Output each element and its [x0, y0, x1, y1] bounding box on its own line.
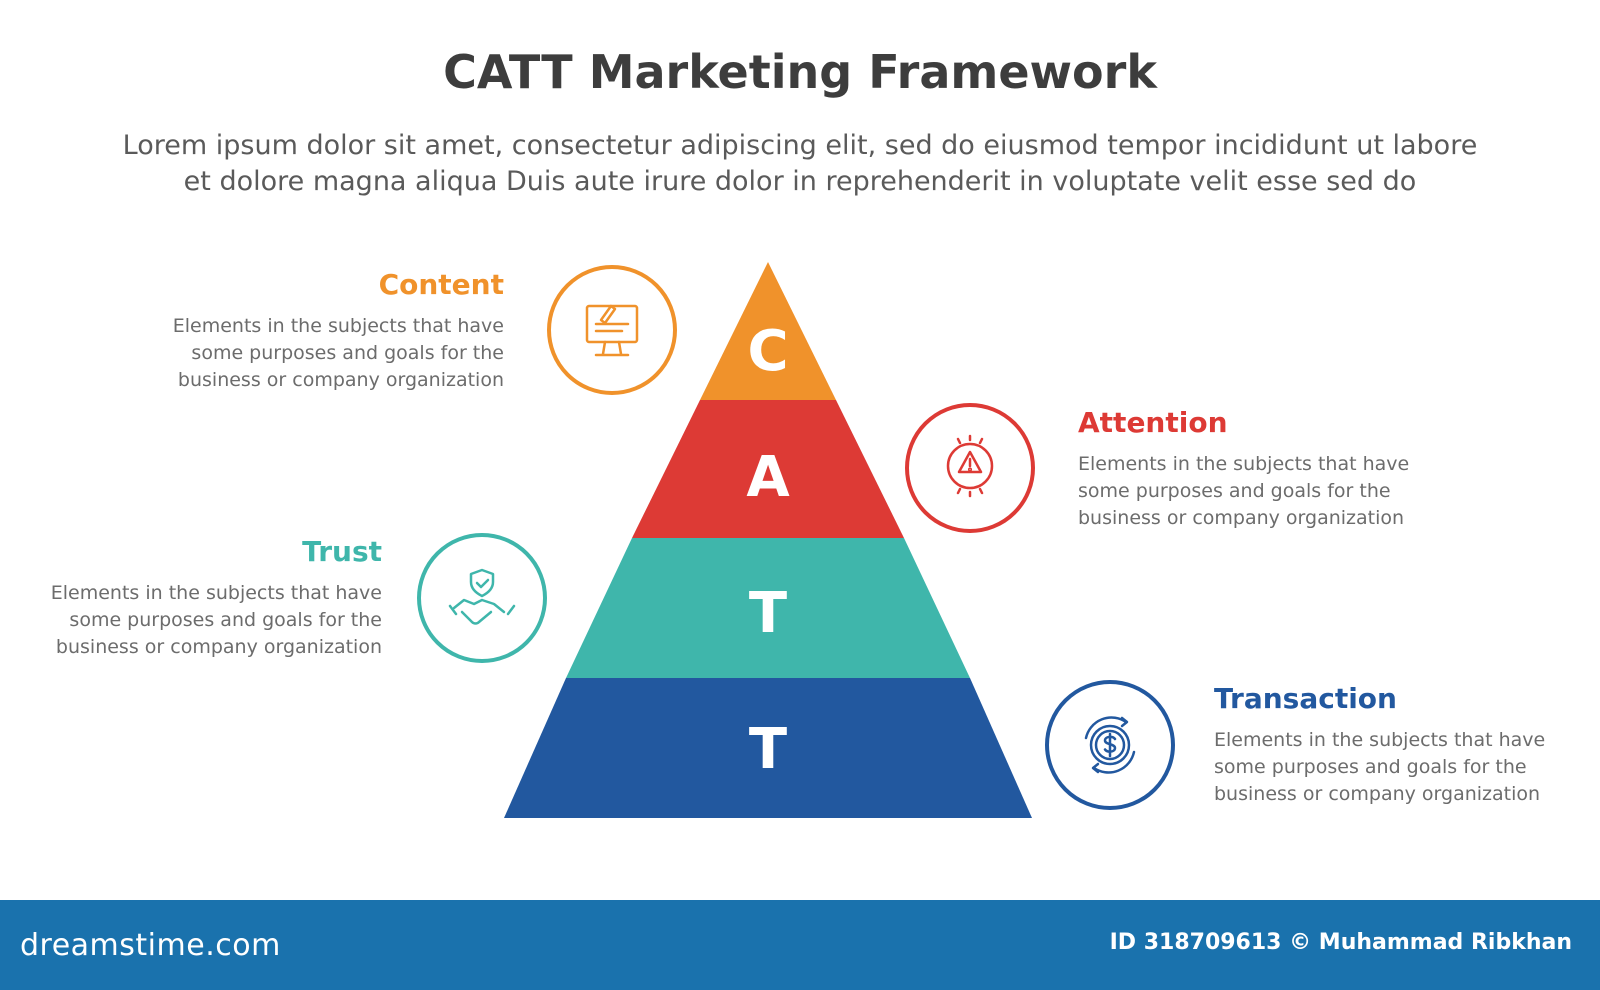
transaction-item: Transaction Elements in the subjects tha…	[1214, 682, 1600, 808]
pyramid-layer-a	[632, 400, 904, 538]
page-subtitle: Lorem ipsum dolor sit amet, consectetur …	[60, 128, 1540, 200]
attention-item: Attention Elements in the subjects that …	[1078, 406, 1548, 532]
pyramid-letter-t1: T	[749, 581, 787, 646]
trust-heading: Trust	[302, 535, 382, 568]
transaction-description: Elements in the subjects that have some …	[1214, 729, 1546, 805]
footer-bar: dreamstime.com ID 318709613 © Muhammad R…	[0, 900, 1600, 990]
transaction-heading: Transaction	[1214, 682, 1397, 715]
content-icon-circle	[547, 265, 677, 395]
dollar-exchange-icon	[1084, 716, 1136, 774]
pyramid-layer-c	[700, 262, 836, 400]
transaction-icon-circle	[1045, 680, 1175, 810]
attention-icon-circle	[905, 403, 1035, 533]
pyramid-layer-t1	[566, 538, 970, 678]
content-item: Content Elements in the subjects that ha…	[34, 268, 504, 394]
handshake-shield-icon	[448, 568, 516, 625]
subtitle-line-1: Lorem ipsum dolor sit amet, consectetur …	[122, 130, 1478, 161]
pyramid-layer-t2	[504, 678, 1032, 818]
attention-description: Elements in the subjects that have some …	[1078, 453, 1410, 529]
subtitle-line-2: et dolore magna aliqua Duis aute irure d…	[183, 166, 1417, 197]
pyramid-letter-t2: T	[749, 717, 787, 782]
attention-heading: Attention	[1078, 406, 1228, 439]
pyramid-letter-c: C	[747, 319, 788, 384]
footer-credit: ID 318709613 © Muhammad Ribkhan	[1109, 930, 1572, 955]
trust-item: Trust Elements in the subjects that have…	[0, 535, 382, 661]
trust-description: Elements in the subjects that have some …	[50, 582, 382, 658]
content-description: Elements in the subjects that have some …	[172, 315, 504, 391]
content-heading: Content	[378, 268, 504, 301]
warning-alert-icon	[946, 434, 994, 498]
computer-monitor-icon	[585, 304, 639, 357]
footer-logo: dreamstime.com	[20, 928, 281, 963]
pyramid-letter-a: A	[746, 445, 790, 510]
trust-icon-circle	[417, 533, 547, 663]
page-title: CATT Marketing Framework	[443, 45, 1157, 99]
